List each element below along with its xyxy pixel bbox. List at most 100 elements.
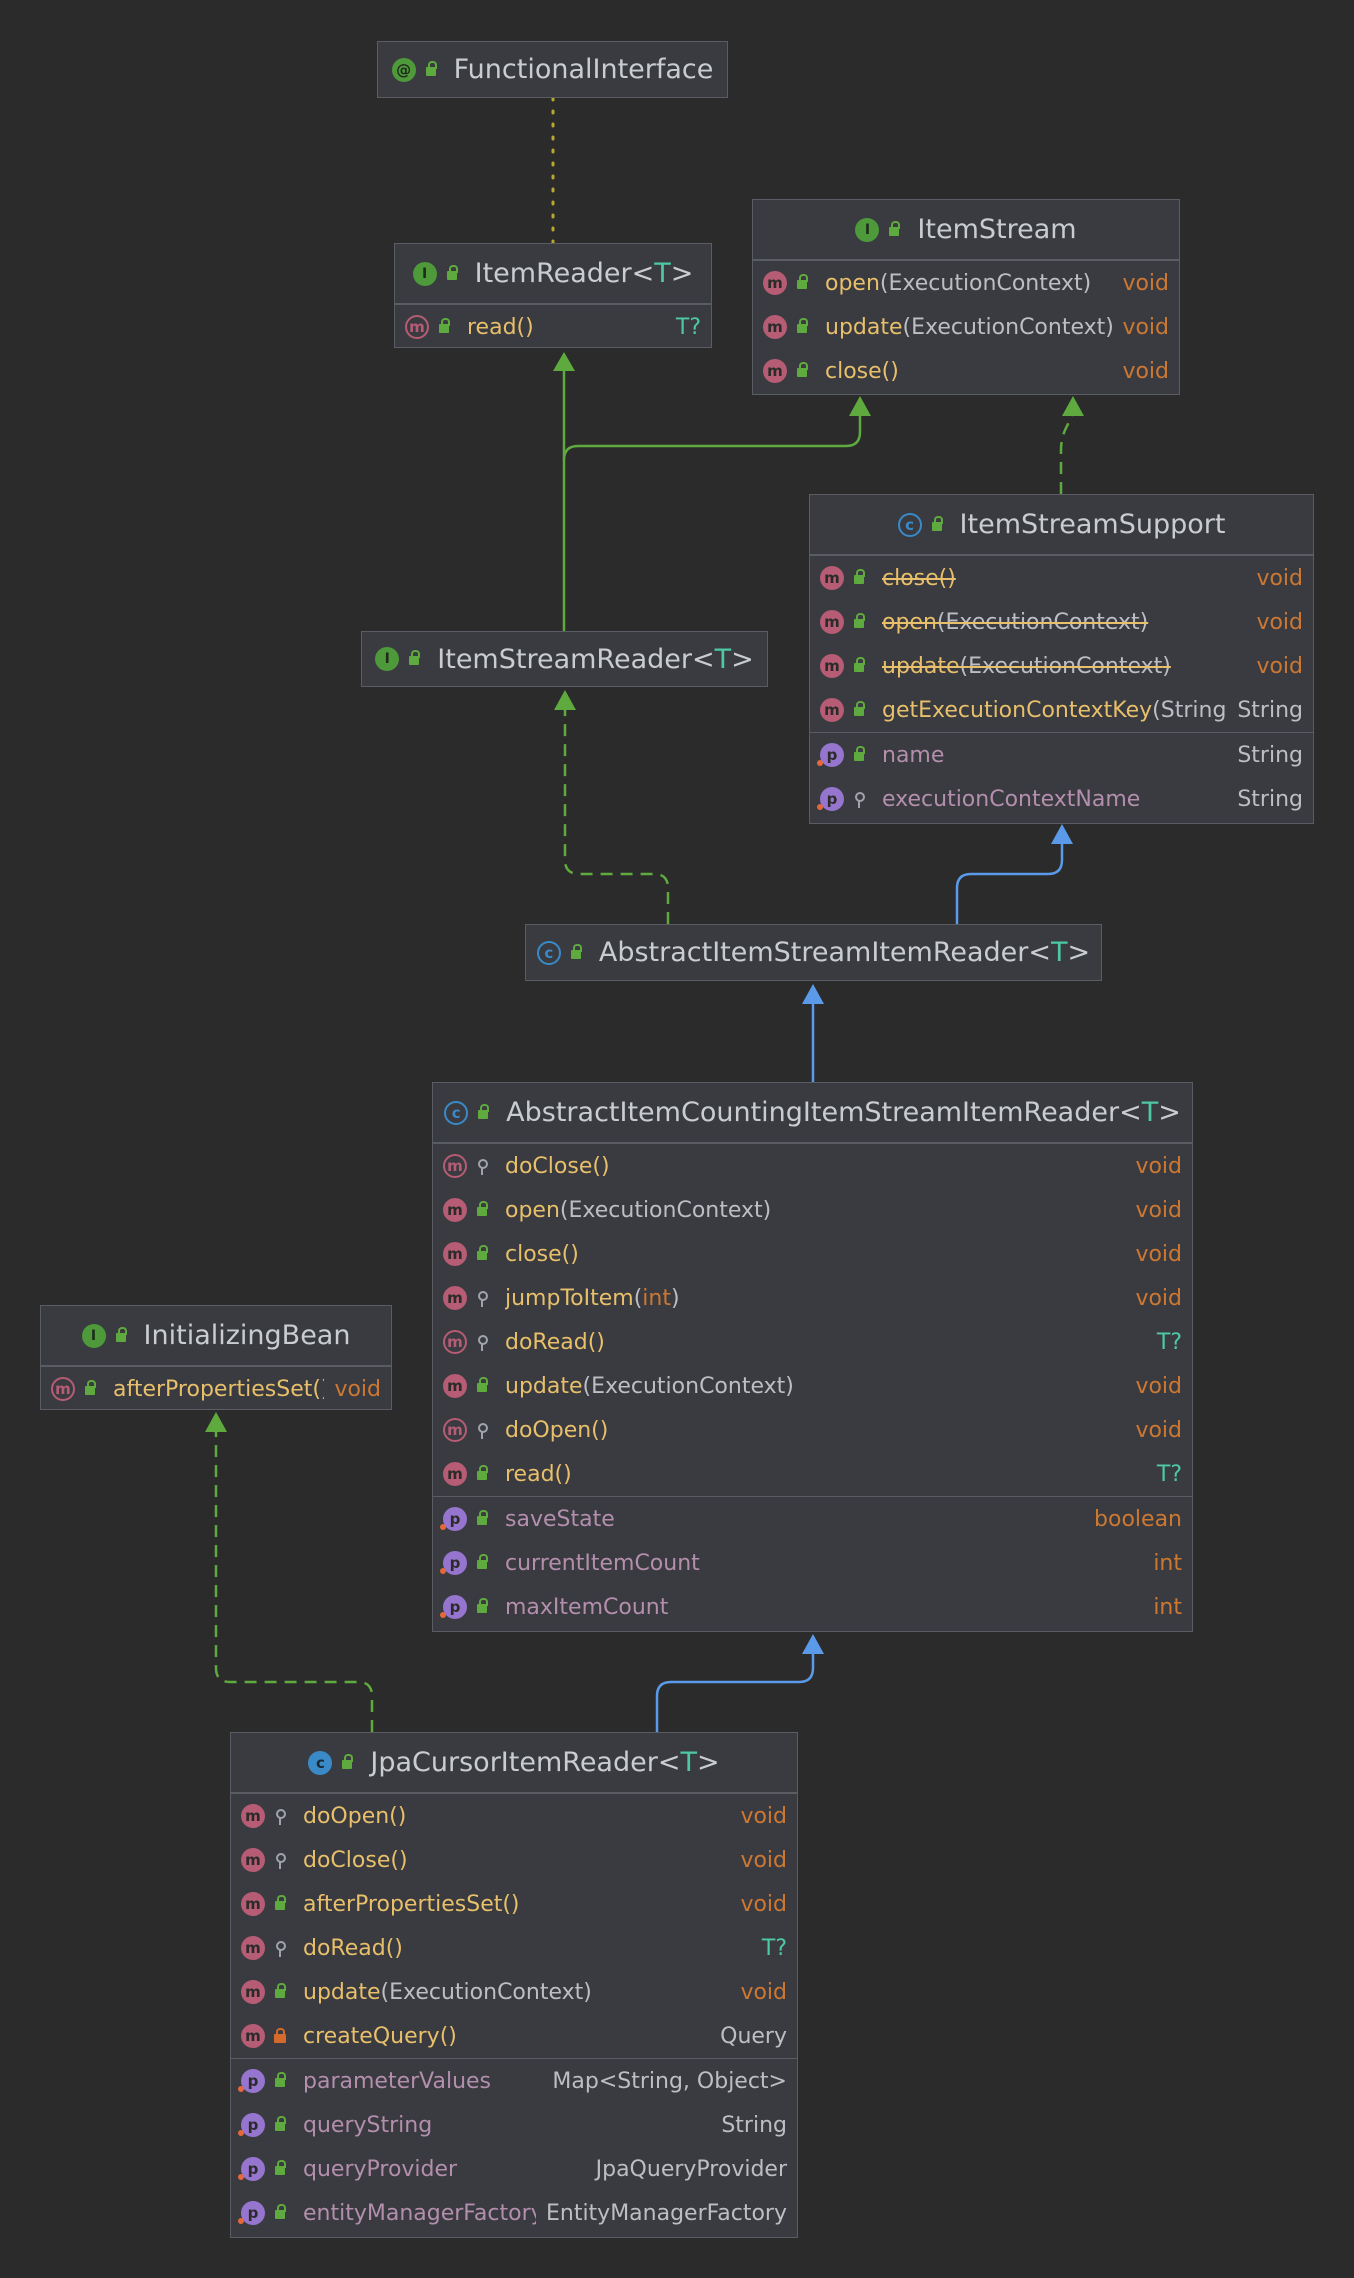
method-args: ExecutionContext (568, 1197, 763, 1223)
member-row[interactable]: m getExecutionContextKey(String) String (810, 688, 1313, 732)
property-type: String (1237, 786, 1303, 812)
method-name: close() (825, 358, 899, 384)
property-icon: p (238, 2201, 265, 2225)
protected-icon (271, 1851, 289, 1869)
method-icon: m (443, 1286, 467, 1310)
return-type: void (740, 1891, 787, 1917)
property-icon: p (440, 1595, 467, 1619)
public-icon (473, 1377, 491, 1395)
member-row[interactable]: m afterPropertiesSet() void (231, 1882, 797, 1926)
method-args: ExecutionContext (968, 653, 1163, 679)
public-icon (473, 1465, 491, 1483)
method-name: doRead() (505, 1329, 605, 1355)
property-type: int (1153, 1594, 1182, 1620)
member-row[interactable]: m open(ExecutionContext) void (753, 261, 1179, 305)
protected-icon (271, 1939, 289, 1957)
abstract-method-icon: m (51, 1377, 75, 1401)
method-name: getExecutionContextKey (882, 697, 1153, 723)
public-icon (793, 318, 811, 336)
method-name: update (505, 1373, 583, 1399)
member-row[interactable]: m jumpToItem(int) void (433, 1276, 1192, 1320)
member-row[interactable]: m close() void (433, 1232, 1192, 1276)
property-type: String (721, 2112, 787, 2138)
member-row[interactable]: p parameterValues Map<String, Object> (231, 2059, 797, 2103)
edge-itemstreamreader-itemstream (562, 416, 862, 461)
return-type: void (1135, 1197, 1182, 1223)
public-icon (850, 746, 868, 764)
member-row[interactable]: m read() T? (395, 305, 711, 349)
public-icon (338, 1753, 356, 1772)
return-type: Query (720, 2023, 787, 2049)
member-row[interactable]: m update(ExecutionContext) void (433, 1364, 1192, 1408)
class-functional-interface[interactable]: @ FunctionalInterface (377, 41, 728, 98)
type-parameter: T (680, 1747, 697, 1778)
member-row[interactable]: m afterPropertiesSet() void (41, 1367, 391, 1411)
member-row[interactable]: m doClose() void (231, 1838, 797, 1882)
member-row[interactable]: m doOpen() void (433, 1408, 1192, 1452)
property-type: String (1237, 742, 1303, 768)
member-row[interactable]: p currentItemCount int (433, 1541, 1192, 1585)
arrowhead-abstractreader (802, 984, 824, 1004)
interface-icon: I (81, 1323, 106, 1348)
member-row[interactable]: m update(ExecutionContext) void (231, 1970, 797, 2014)
member-row[interactable]: m close() void (810, 556, 1313, 600)
method-icon: m (443, 1462, 467, 1486)
member-row[interactable]: m doRead() T? (231, 1926, 797, 1970)
property-icon: p (817, 743, 844, 767)
property-name: queryProvider (303, 2156, 458, 2182)
member-row[interactable]: p entityManagerFactory EntityManagerFact… (231, 2191, 797, 2235)
member-row[interactable]: m open(ExecutionContext) void (433, 1188, 1192, 1232)
method-name: read() (467, 314, 534, 340)
edge-abstractreader-itemstreamsupport (955, 844, 1064, 924)
public-icon (473, 1510, 491, 1528)
property-icon: p (238, 2069, 265, 2093)
member-row[interactable]: m doClose() void (433, 1144, 1192, 1188)
class-item-stream[interactable]: I ItemStream m open(ExecutionContext) vo… (752, 199, 1180, 395)
member-row[interactable]: p executionContextName String (810, 777, 1313, 821)
annotation-icon: @ (391, 57, 416, 82)
method-name: update (825, 314, 903, 340)
public-icon (567, 943, 585, 962)
member-row[interactable]: m open(ExecutionContext) void (810, 600, 1313, 644)
member-row[interactable]: p maxItemCount int (433, 1585, 1192, 1629)
member-row[interactable]: m createQuery() Query (231, 2014, 797, 2058)
method-name: open (825, 270, 880, 296)
return-type: void (1135, 1153, 1182, 1179)
class-item-stream-support[interactable]: c ItemStreamSupport m close() void m ope… (809, 494, 1314, 824)
method-name: open (882, 609, 937, 635)
class-item-stream-reader[interactable]: I ItemStreamReader<T> (361, 631, 768, 687)
property-type: int (1153, 1550, 1182, 1576)
property-icon: p (817, 787, 844, 811)
class-jpa-cursor-item-reader[interactable]: c JpaCursorItemReader<T> m doOpen() void… (230, 1732, 798, 2238)
member-row[interactable]: m doRead() T? (433, 1320, 1192, 1364)
member-row[interactable]: m doOpen() void (231, 1794, 797, 1838)
public-icon (271, 2072, 289, 2090)
class-abstract-item-stream-item-reader[interactable]: c AbstractItemStreamItemReader<T> (525, 924, 1102, 981)
member-row[interactable]: m read() T? (433, 1452, 1192, 1496)
member-row[interactable]: m close() void (753, 349, 1179, 393)
arrowhead-itemstreamreader (554, 690, 576, 710)
class-initializing-bean[interactable]: I InitializingBean m afterPropertiesSet(… (40, 1305, 392, 1410)
member-row[interactable]: m update(ExecutionContext) void (810, 644, 1313, 688)
arrowhead-itemstreamsupport (1051, 824, 1073, 844)
member-row[interactable]: p name String (810, 733, 1313, 777)
method-name: doClose() (505, 1153, 610, 1179)
abstract-method-icon: m (443, 1418, 467, 1442)
protected-icon (473, 1157, 491, 1175)
return-type: void (1122, 358, 1169, 384)
member-row[interactable]: p queryString String (231, 2103, 797, 2147)
public-icon (473, 1201, 491, 1219)
public-icon (928, 515, 946, 534)
member-row[interactable]: p saveState boolean (433, 1497, 1192, 1541)
member-row[interactable]: m update(ExecutionContext) void (753, 305, 1179, 349)
method-name: doClose() (303, 1847, 408, 1873)
return-type: T? (675, 314, 701, 340)
protected-icon (271, 1807, 289, 1825)
public-icon (81, 1380, 99, 1398)
public-icon (473, 1245, 491, 1263)
member-row[interactable]: p queryProvider JpaQueryProvider (231, 2147, 797, 2191)
class-item-reader[interactable]: I ItemReader<T> m read() T? (394, 243, 712, 348)
method-name: close() (505, 1241, 579, 1267)
class-abstract-item-counting-reader[interactable]: c AbstractItemCountingItemStreamItemRead… (432, 1082, 1193, 1632)
method-name: close() (882, 565, 956, 591)
